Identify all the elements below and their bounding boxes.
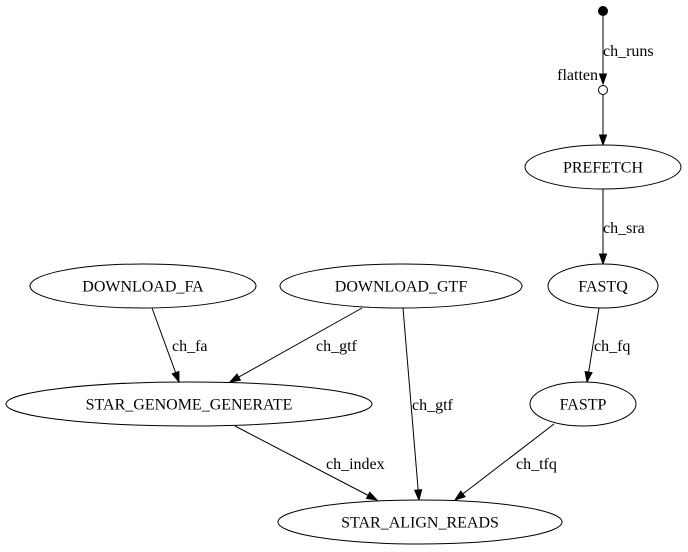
node-label-prefetch: PREFETCH xyxy=(563,160,643,177)
node-fastq: FASTQ xyxy=(547,263,659,309)
arrowhead-download_gtf-star_align_reads xyxy=(413,489,423,502)
node-shape-prefetch xyxy=(524,144,682,190)
edge-fastp-star_align_reads xyxy=(462,423,555,495)
node-shape-fastp xyxy=(529,381,637,427)
edge-fastq-fastp xyxy=(588,307,600,373)
edge-label-star_genome_generate-star_align_reads: ch_index xyxy=(326,456,385,473)
arrowhead-star_genome_generate-star_align_reads xyxy=(365,491,379,501)
edges-layer xyxy=(151,16,608,502)
node-download_gtf: DOWNLOAD_GTF xyxy=(279,263,523,309)
arrowhead-prefetch-fastq xyxy=(598,253,608,266)
node-shape-fastq xyxy=(547,263,659,309)
edge-download_gtf-star_align_reads xyxy=(402,307,419,491)
edge-label-download_fa-star_genome_generate: ch_fa xyxy=(172,338,208,355)
node-flatten xyxy=(598,85,608,95)
node-shape-star_align_reads xyxy=(277,499,563,545)
node-shape-download_fa xyxy=(29,263,257,309)
node-label-fastq: FASTQ xyxy=(578,279,628,296)
edge-star_genome_generate-star_align_reads xyxy=(234,425,369,496)
node-shape-star_genome_generate xyxy=(5,381,373,427)
edge-label-fastq-fastp: ch_fq xyxy=(594,338,630,355)
arrowhead-download_gtf-star_genome_generate xyxy=(228,373,242,383)
arrowhead-source-flatten xyxy=(598,73,608,86)
node-label-flatten: flatten xyxy=(557,67,598,84)
node-label-download_fa: DOWNLOAD_FA xyxy=(82,279,204,296)
node-source xyxy=(598,6,608,16)
node-label-download_gtf: DOWNLOAD_GTF xyxy=(335,279,468,296)
node-prefetch: PREFETCH xyxy=(524,144,682,190)
node-label-star_genome_generate: STAR_GENOME_GENERATE xyxy=(86,397,293,414)
edge-download_gtf-star_genome_generate xyxy=(238,307,363,378)
node-label-fastp: FASTP xyxy=(560,397,607,414)
node-download_fa: DOWNLOAD_FA xyxy=(29,263,257,309)
edge-label-download_gtf-star_genome_generate: ch_gtf xyxy=(316,338,358,355)
node-star_align_reads: STAR_ALIGN_READS xyxy=(277,499,563,545)
edge-label-fastp-star_align_reads: ch_tfq xyxy=(516,456,557,473)
edge-label-source-flatten: ch_runs xyxy=(603,43,654,60)
edge-labels-layer: ch_runs ch_sra ch_fq ch_fa ch_gtf ch_gtf ch_in… xyxy=(172,43,654,473)
edge-label-download_gtf-star_align_reads: ch_gtf xyxy=(412,397,454,414)
node-star_genome_generate: STAR_GENOME_GENERATE xyxy=(5,381,373,427)
node-label-star_align_reads: STAR_ALIGN_READS xyxy=(341,515,499,532)
arrowhead-flatten-prefetch xyxy=(598,134,608,147)
arrowhead-download_fa-star_genome_generate xyxy=(171,370,180,384)
arrowhead-fastq-fastp xyxy=(584,370,593,384)
arrowhead-fastp-star_align_reads xyxy=(453,490,466,501)
node-fastp: FASTP xyxy=(529,381,637,427)
node-shape-download_gtf xyxy=(279,263,523,309)
edge-download_fa-star_genome_generate xyxy=(151,307,177,373)
edge-label-prefetch-fastq: ch_sra xyxy=(603,220,645,237)
